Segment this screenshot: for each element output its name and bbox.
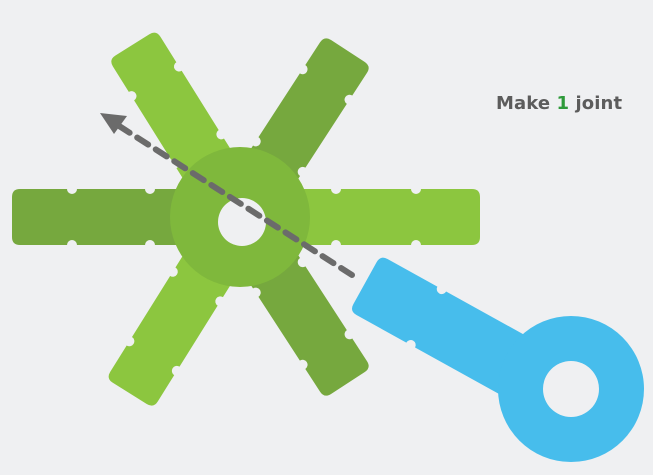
- six-arm-connector-piece[interactable]: [12, 27, 480, 411]
- dashed-direction-arrow: [100, 113, 355, 278]
- instruction-suffix: joint: [569, 93, 623, 114]
- instruction-text: Make 1 joint: [496, 93, 622, 114]
- key-hole: [543, 361, 599, 417]
- key-connector-piece[interactable]: [347, 251, 644, 462]
- joint-count: 1: [556, 93, 570, 114]
- instruction-prefix: Make: [496, 93, 557, 114]
